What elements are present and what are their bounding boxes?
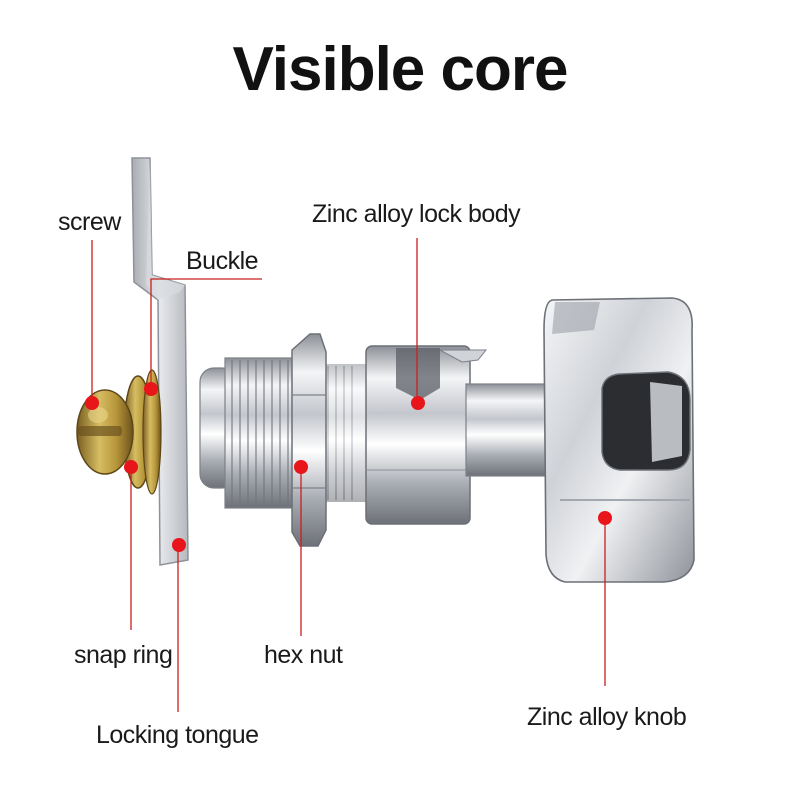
hex-nut-part [291,333,327,547]
buckle-marker [144,382,158,396]
screw-marker [85,396,99,410]
locking-tongue-marker [172,538,186,552]
locking-tongue-part [131,157,189,566]
lock-body-marker [411,396,425,410]
label-zinc-alloy-lock-body: Zinc alloy lock body [312,200,521,228]
knob-part [543,297,695,583]
label-snap-ring: snap ring [74,641,173,669]
knob-marker [598,511,612,525]
threaded-cylinder-part [199,357,370,509]
screw-part [76,389,134,475]
label-zinc-alloy-knob: Zinc alloy knob [527,703,687,731]
snap-ring-marker [124,460,138,474]
label-locking-tongue: Locking tongue [96,721,259,749]
buckle-leader-line [150,278,262,388]
hex-nut-marker [294,460,308,474]
leader-lines [91,238,606,712]
marker-dots [85,382,612,552]
label-screw: screw [58,208,121,236]
label-hex-nut: hex nut [264,641,343,669]
label-buckle: Buckle [186,247,259,275]
lock-body-part [365,345,488,525]
page-title: Visible core [232,35,569,104]
